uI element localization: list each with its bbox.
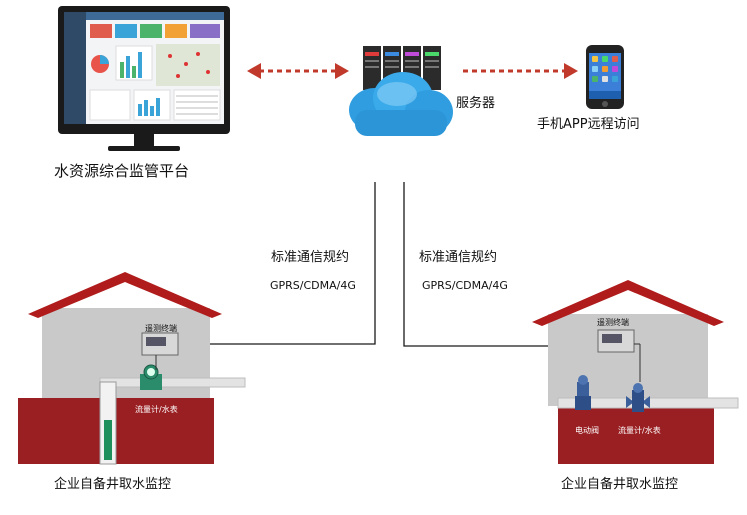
right-protocol-label: 标准通信规约 [419, 250, 498, 265]
dashed-links [247, 63, 578, 79]
right-network-label: GPRS/CDMA/4G [422, 279, 508, 292]
platform-label: 水资源综合监管平台 [54, 162, 190, 180]
left-flow-meter-icon [140, 364, 162, 390]
right-house-wall [548, 314, 708, 406]
left-house-wall [42, 308, 210, 403]
left-protocol-label: 标准通信规约 [271, 250, 350, 265]
dashboard-card [140, 24, 162, 38]
dashboard-bar [132, 66, 136, 78]
map-marker [168, 54, 172, 58]
dashboard-bar [120, 62, 124, 78]
right-electric-valve-icon [575, 375, 591, 410]
right-ground [558, 406, 714, 464]
right-terminal-device [597, 329, 641, 382]
platform-server-arrow [247, 63, 349, 79]
dashboard-card [115, 24, 137, 38]
server-label: 服务器 [456, 96, 496, 111]
mobile-phone-icon [586, 45, 624, 109]
right-house-roof [532, 280, 724, 326]
left-network-label: GPRS/CDMA/4G [270, 279, 356, 292]
dashboard-bar [144, 100, 148, 116]
map-marker [176, 74, 180, 78]
right-site-illustration [532, 280, 739, 464]
dashboard-bar [156, 98, 160, 116]
left-site-illustration [18, 272, 246, 465]
dashboard-bar [150, 106, 154, 116]
server-mobile-arrow [463, 63, 578, 79]
dashboard-card [165, 24, 187, 38]
dashboard-sidebar [64, 12, 86, 124]
left-meter-label: 流量计/水表 [135, 405, 178, 414]
left-house-roof [28, 272, 222, 318]
dashboard-pie-slice [100, 55, 109, 64]
map-marker [196, 52, 200, 56]
map-marker [184, 62, 188, 66]
monitor-illustration [58, 6, 230, 151]
map-marker [206, 70, 210, 74]
right-terminal-label: 遥测终端 [597, 318, 629, 327]
left-pipe [99, 377, 246, 388]
dashboard-map [156, 44, 220, 86]
monitor-neck [134, 134, 154, 146]
left-site-caption: 企业自备井取水监控 [54, 477, 172, 492]
dashboard-panel [89, 89, 131, 121]
server-cloud-icon [349, 46, 453, 136]
dashboard-bar [138, 52, 142, 78]
dashboard-card [190, 24, 220, 38]
dashboard-bar [126, 56, 130, 78]
right-valve-label: 电动阀 [575, 426, 599, 435]
monitor-base [108, 146, 180, 151]
left-terminal-device [141, 332, 179, 370]
dashboard-card [90, 24, 112, 38]
right-site-caption: 企业自备井取水监控 [561, 477, 679, 492]
right-meter-label: 流量计/水表 [618, 426, 661, 435]
dashboard-table [173, 89, 221, 121]
left-well-pump [104, 420, 112, 460]
dashboard-bar [138, 104, 142, 116]
left-terminal-label: 遥测终端 [145, 324, 177, 333]
right-flow-meter-icon [626, 383, 650, 412]
dashboard-header [86, 12, 224, 20]
mobile-label: 手机APP远程访问 [537, 117, 640, 132]
cloud-shape [349, 72, 453, 136]
